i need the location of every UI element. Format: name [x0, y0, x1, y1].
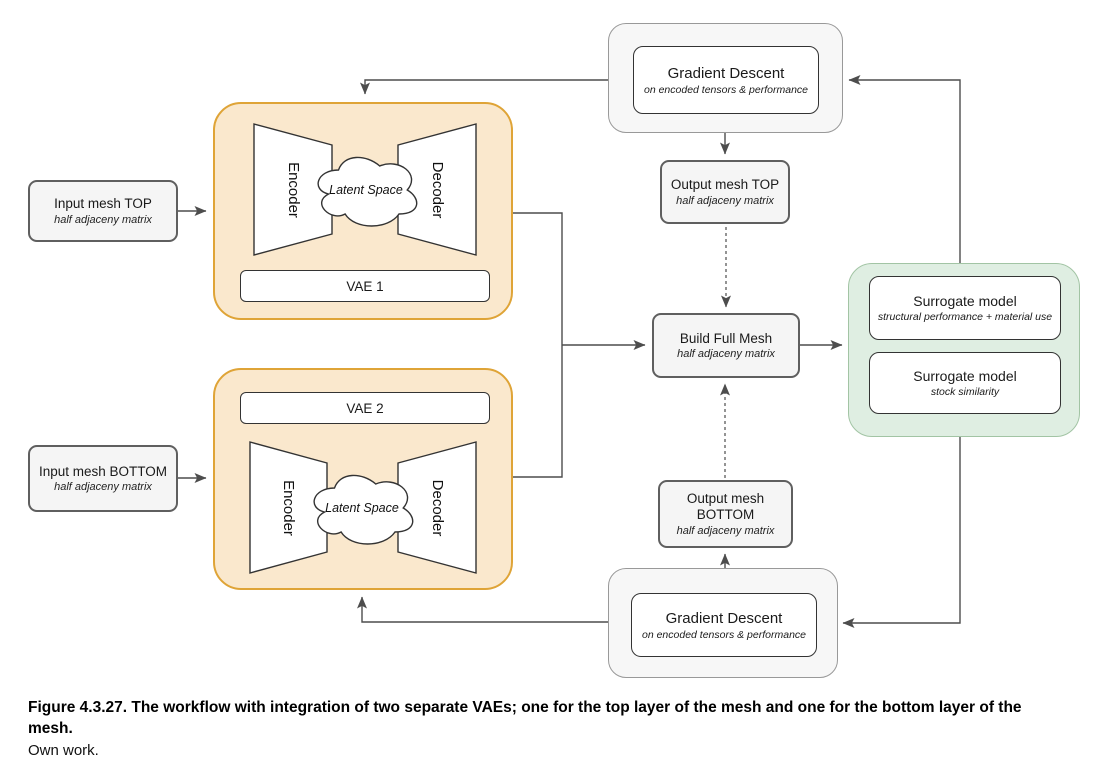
- encoder-shape: [249, 441, 328, 574]
- gradient-descent-bottom: Gradient Descent on encoded tensors & pe…: [631, 593, 817, 657]
- node-build-full-mesh: Build Full Mesh half adjaceny matrix: [652, 313, 800, 378]
- node-subtitle: on encoded tensors & performance: [641, 628, 807, 641]
- node-title: Input mesh TOP: [54, 196, 152, 212]
- vae2-label-bar: VAE 2: [240, 392, 490, 424]
- node-title: Surrogate model: [913, 293, 1017, 309]
- node-output-mesh-bottom: Output mesh BOTTOM half adjaceny matrix: [658, 480, 793, 548]
- vae2-container: VAE 2 Encoder Decoder Latent Space: [213, 368, 513, 590]
- node-subtitle: structural performance + material use: [877, 311, 1053, 323]
- vae1-diagram: Encoder Decoder Latent Space: [253, 123, 477, 256]
- arrow-surrogate-gdbottom: [842, 437, 961, 628]
- node-input-mesh-bottom: Input mesh BOTTOM half adjaceny matrix: [28, 445, 178, 512]
- gradient-descent-bottom-outer: Gradient Descent on encoded tensors & pe…: [608, 568, 838, 678]
- node-subtitle: half adjaceny matrix: [676, 194, 774, 207]
- vae1-label-bar: VAE 1: [240, 270, 490, 302]
- gradient-descent-top: Gradient Descent on encoded tensors & pe…: [633, 46, 819, 114]
- encoder-shape: [253, 123, 333, 256]
- node-subtitle: on encoded tensors & performance: [643, 83, 809, 96]
- node-title: Gradient Descent: [667, 64, 785, 82]
- node-title: Input mesh BOTTOM: [38, 463, 168, 479]
- encoder-label: Encoder: [280, 480, 297, 536]
- node-subtitle: stock similarity: [930, 386, 1000, 398]
- latent-space-cloud: [317, 156, 418, 227]
- node-title: Output mesh TOP: [670, 177, 780, 193]
- node-title: Build Full Mesh: [679, 330, 773, 346]
- caption-credit: Own work.: [28, 741, 99, 759]
- gradient-descent-top-outer: Gradient Descent on encoded tensors & pe…: [608, 23, 843, 133]
- caption-text: Figure 4.3.27. The workflow with integra…: [28, 699, 1022, 737]
- decoder-label: Decoder: [429, 162, 446, 219]
- node-surrogate-stock: Surrogate model stock similarity: [869, 352, 1061, 414]
- latent-space-cloud: [313, 474, 414, 545]
- node-subtitle: half adjaceny matrix: [676, 524, 775, 537]
- node-subtitle: half adjaceny matrix: [54, 213, 152, 226]
- line-vae-outputs-merge: [513, 212, 563, 478]
- node-title: Output mesh BOTTOM: [686, 491, 765, 522]
- vae1-container: Encoder Decoder Latent Space VAE 1: [213, 102, 513, 320]
- node-surrogate-performance: Surrogate model structural performance +…: [869, 276, 1061, 340]
- node-title: Surrogate model: [913, 368, 1017, 384]
- node-output-mesh-top: Output mesh TOP half adjaceny matrix: [660, 160, 790, 224]
- figure-caption: Figure 4.3.27. The workflow with integra…: [28, 698, 1068, 761]
- arrow-surrogate-gdtop: [848, 75, 961, 263]
- encoder-label: Encoder: [285, 162, 302, 218]
- node-subtitle: half adjaceny matrix: [54, 481, 152, 494]
- arrow-gdtop-vae1: [360, 79, 608, 95]
- arrow-gdbottom-vae2: [357, 596, 608, 623]
- node-subtitle: half adjaceny matrix: [677, 348, 775, 361]
- node-title: Gradient Descent: [665, 609, 783, 627]
- decoder-label: Decoder: [429, 480, 446, 537]
- node-input-mesh-top: Input mesh TOP half adjaceny matrix: [28, 180, 178, 242]
- latent-space-label: Latent Space: [325, 501, 399, 515]
- vae2-diagram: Encoder Decoder Latent Space: [249, 441, 477, 574]
- latent-space-label: Latent Space: [329, 183, 403, 197]
- surrogate-container: Surrogate model structural performance +…: [848, 263, 1080, 437]
